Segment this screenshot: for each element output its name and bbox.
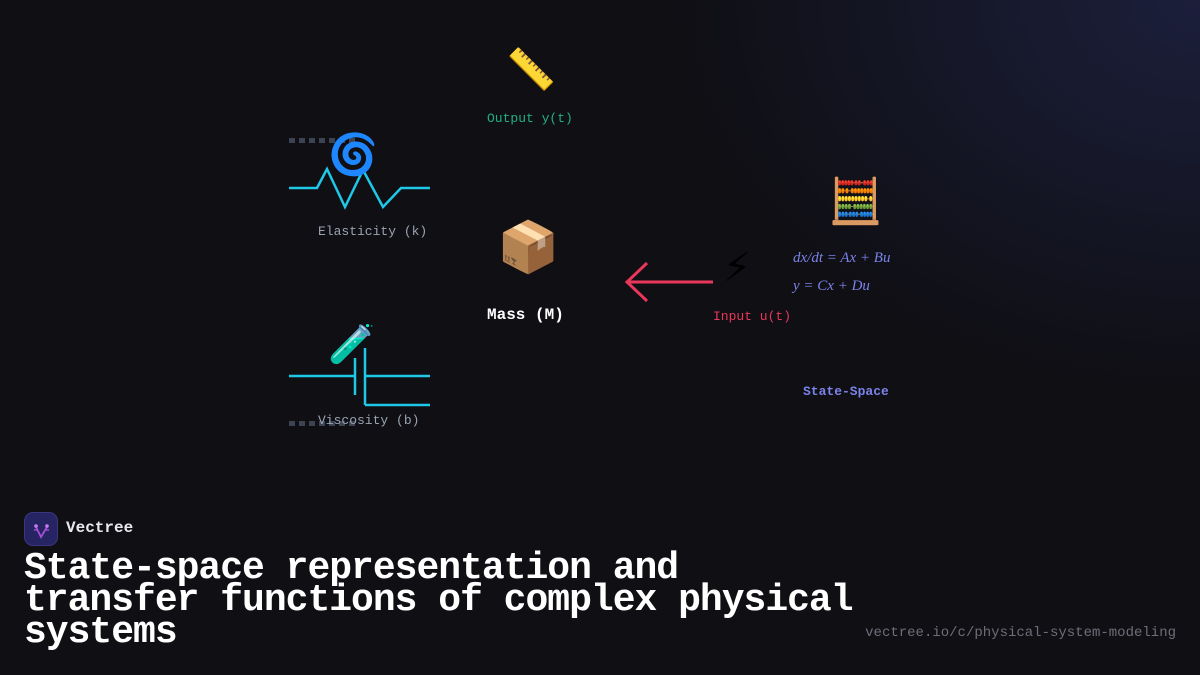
- abacus-icon: 🧮: [828, 176, 883, 227]
- output-label: Output y(t): [487, 111, 573, 126]
- title-line-2: transfer functions of complex physical: [24, 579, 854, 622]
- title-line-1: State-space representation and: [24, 547, 679, 590]
- ruler-icon: 📏: [506, 47, 556, 93]
- brand-name: Vectree: [66, 519, 134, 537]
- mass-label: Mass (M): [487, 306, 564, 324]
- vectree-logo: [24, 512, 58, 546]
- page-title: State-space representation and transfer …: [24, 547, 924, 654]
- spiral-icon: 🌀: [328, 132, 378, 178]
- lightning-icon: ⚡: [723, 245, 752, 291]
- vectree-logo-icon: [34, 524, 49, 539]
- spring-label: Elasticity (k): [318, 224, 428, 239]
- title-line-3: systems: [24, 611, 178, 654]
- state-equation: dx/dt = Ax + Bu: [793, 250, 891, 266]
- damper-symbol: [289, 348, 430, 407]
- input-label: Input u(t): [713, 309, 792, 324]
- package-icon: 📦: [497, 218, 560, 276]
- ground-line-top: [289, 138, 359, 143]
- input-arrow: [624, 261, 713, 303]
- spring-symbol: [289, 166, 430, 210]
- output-equation: y = Cx + Du: [793, 278, 870, 294]
- state-space-label: State-Space: [803, 384, 889, 399]
- source-url: vectree.io/c/physical-system-modeling: [865, 625, 1176, 641]
- ground-line-bottom: [289, 421, 359, 426]
- damper-label: Viscosity (b): [318, 413, 420, 428]
- test-tube-icon: 🧪: [328, 322, 376, 366]
